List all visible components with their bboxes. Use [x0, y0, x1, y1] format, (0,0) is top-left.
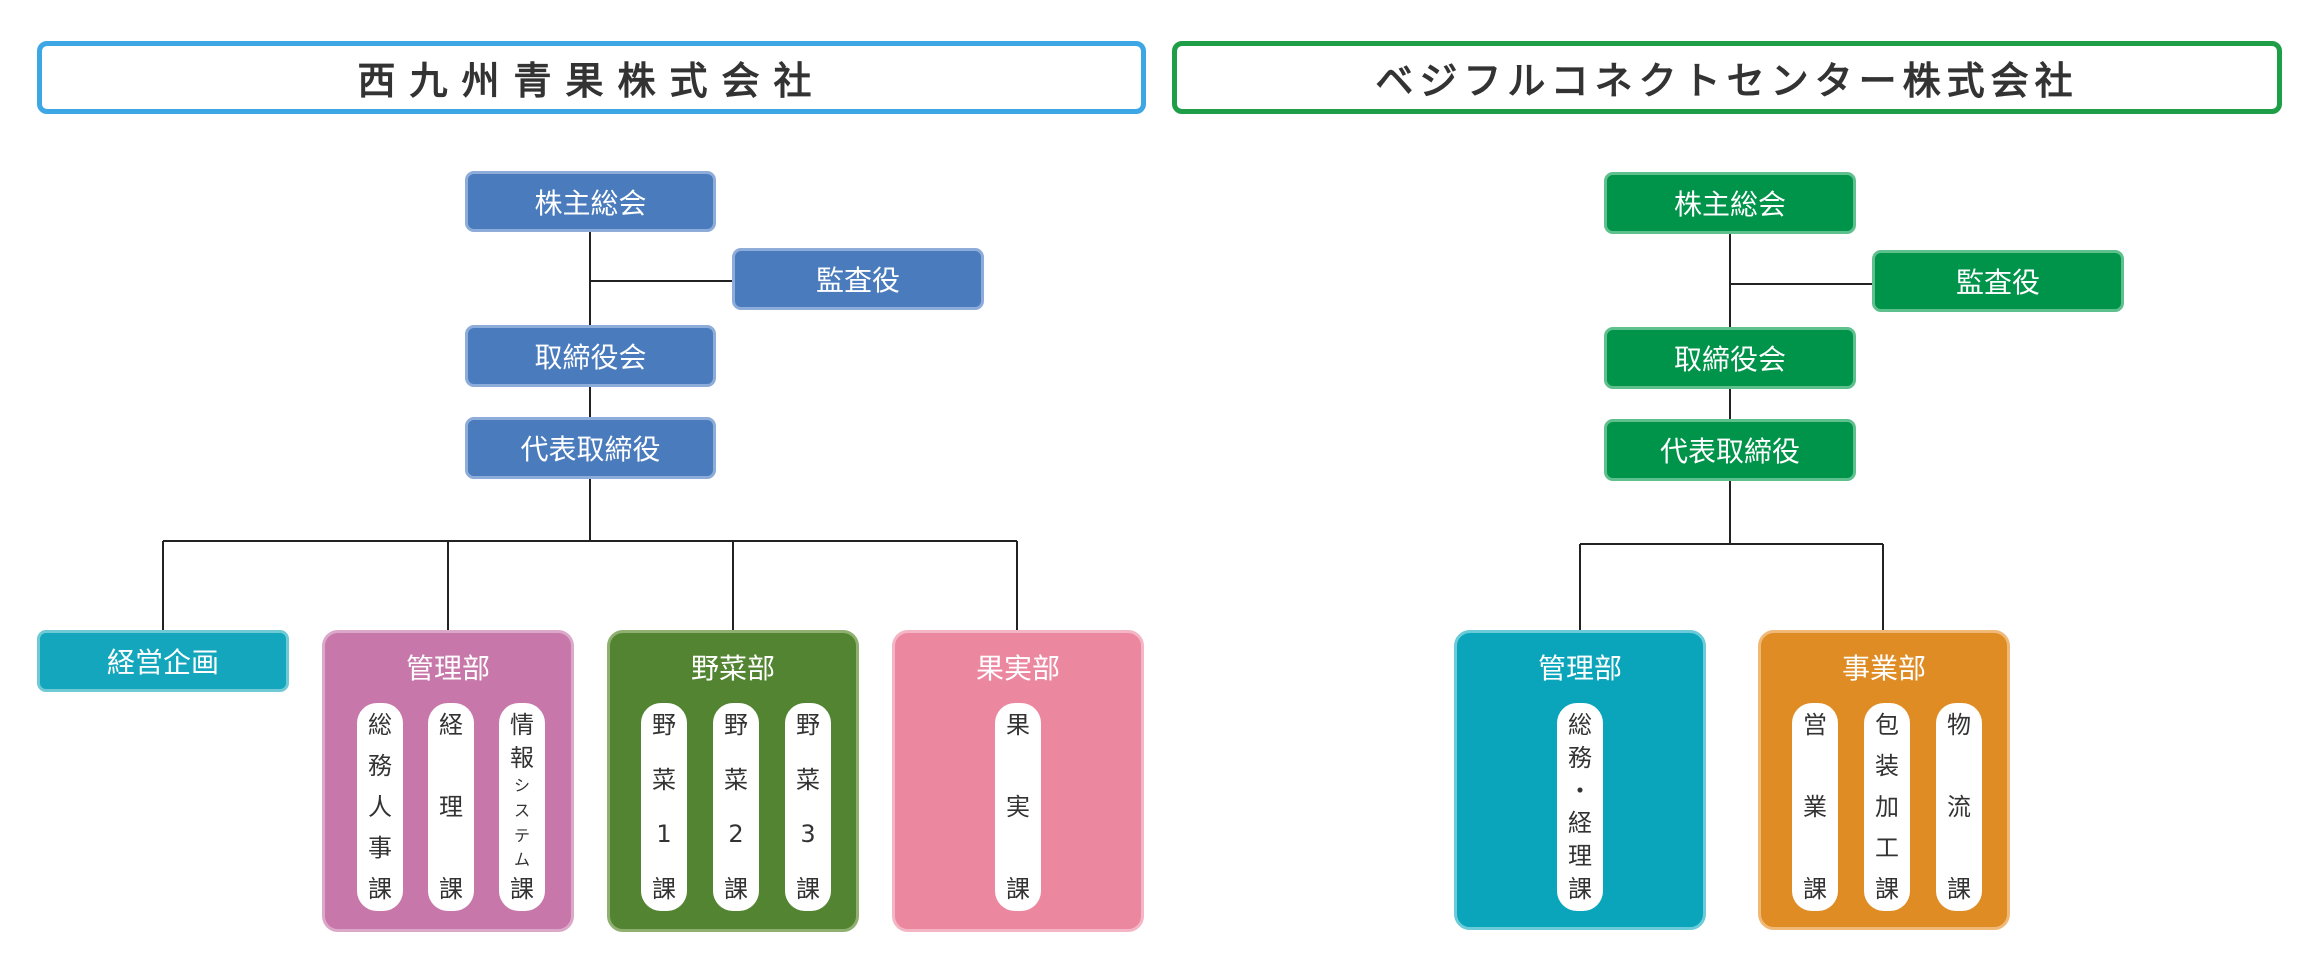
- section-general-affairs-accounting: 総 務 ・ 経 理 課: [1557, 703, 1603, 911]
- section-logistics: 物 流 課: [1936, 703, 1982, 911]
- right-company-title: ベジフルコネクトセンター株式会社: [1172, 41, 2282, 114]
- right-shareholders-meeting: 株主総会: [1604, 172, 1856, 234]
- dept-name: 管理部: [1537, 652, 1622, 685]
- left-auditor: 監査役: [732, 248, 984, 310]
- dept-name: 事業部: [1841, 652, 1926, 685]
- section-information-systems: 情 報 シ ス テ ム 課: [499, 703, 545, 911]
- right-representative-director: 代表取締役: [1604, 419, 1856, 481]
- section-vegetables-2: 野 菜 2 課: [713, 703, 759, 911]
- left-company-title: 西九州青果株式会社: [37, 41, 1146, 114]
- left-dept-admin: 管理部 総 務 人 事 課 経 理 課 情 報 シ ス テ ム 課: [322, 630, 574, 932]
- left-representative-director: 代表取締役: [465, 417, 716, 479]
- section-general-affairs: 総 務 人 事 課: [357, 703, 403, 911]
- section-packaging: 包 装 加 工 課: [1864, 703, 1910, 911]
- section-vegetables-1: 野 菜 1 課: [641, 703, 687, 911]
- section-sales: 営 業 課: [1792, 703, 1838, 911]
- left-shareholders-meeting: 株主総会: [465, 171, 716, 232]
- left-dept-fruits: 果実部 果 実 課: [892, 630, 1144, 932]
- right-board-of-directors: 取締役会: [1604, 327, 1856, 389]
- dept-name: 果実部: [975, 652, 1060, 685]
- left-management-planning: 経営企画: [37, 630, 289, 692]
- dept-name: 野菜部: [690, 652, 775, 685]
- right-auditor: 監査役: [1872, 250, 2124, 312]
- right-dept-operations: 事業部 営 業 課 包 装 加 工 課 物 流 課: [1758, 630, 2010, 930]
- right-dept-admin: 管理部 総 務 ・ 経 理 課: [1454, 630, 1706, 930]
- section-accounting: 経 理 課: [428, 703, 474, 911]
- left-dept-vegetables: 野菜部 野 菜 1 課 野 菜 2 課 野 菜 3 課: [607, 630, 859, 932]
- section-vegetables-3: 野 菜 3 課: [785, 703, 831, 911]
- left-board-of-directors: 取締役会: [465, 325, 716, 387]
- dept-name: 管理部: [405, 652, 490, 685]
- section-fruits: 果 実 課: [995, 703, 1041, 911]
